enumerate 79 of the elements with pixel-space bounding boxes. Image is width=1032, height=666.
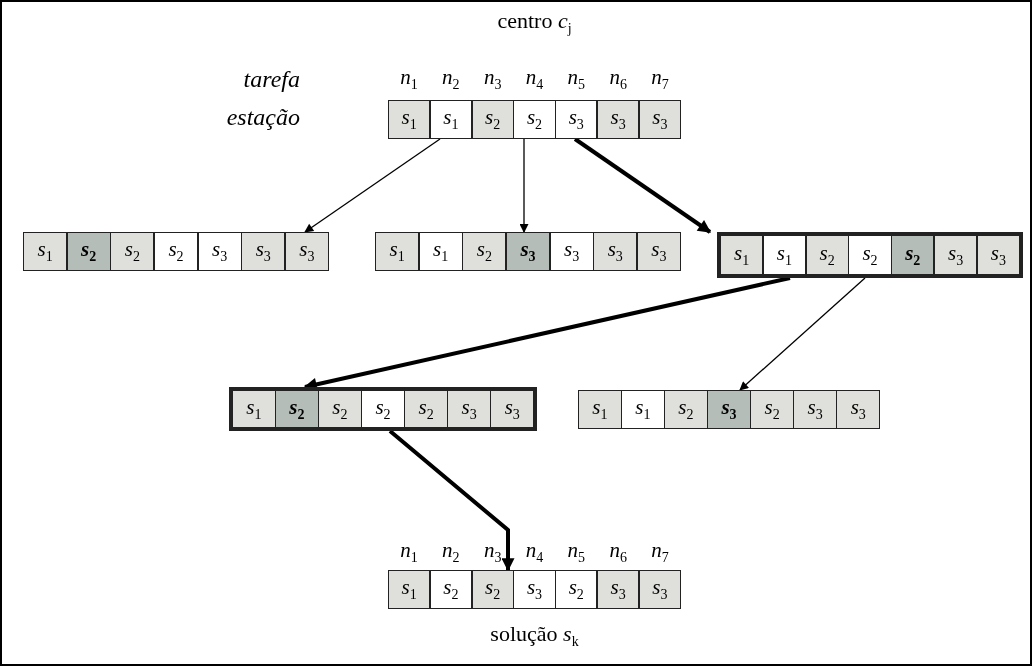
column-label: n$_{3}$ (483, 538, 502, 567)
array-cell: s$_{3}$ (198, 233, 241, 270)
array-cell: s$_{1}$ (763, 236, 806, 274)
column-label: n$_{7}$ (651, 538, 669, 567)
array-cell: s$_{1}$ (24, 233, 67, 270)
array-cell: s$_{1}$ (233, 391, 275, 427)
array-cell: s$_{3}$ (794, 391, 836, 428)
array-cell: s$_{3}$ (594, 233, 637, 270)
column-label: n$_{6}$ (609, 538, 627, 567)
array-cell: s$_{1}$ (721, 236, 763, 274)
array-cell: s$_{2}$ (154, 233, 198, 270)
array-cell: s$_{3}$ (977, 236, 1019, 274)
array-cell: s$_{2}$ (276, 391, 318, 427)
row-label: tarefa (243, 66, 300, 93)
array-cell: s$_{3}$ (597, 571, 639, 608)
array-cell: s$_{3}$ (637, 233, 680, 270)
array-cell: s$_{1}$ (389, 571, 430, 608)
array-cell: s$_{1}$ (430, 101, 472, 138)
array-cell: s$_{3}$ (708, 391, 750, 428)
arrow (573, 137, 712, 234)
array-cell: s$_{2}$ (67, 233, 110, 270)
array-cell: s$_{2}$ (892, 236, 934, 274)
array-heading: centro c$_{j}$ (497, 8, 572, 38)
array-cell: s$_{1}$ (419, 233, 462, 270)
array-cell: s$_{2}$ (362, 391, 404, 427)
array-box (23, 232, 329, 271)
array-cell: s$_{3}$ (639, 571, 680, 608)
array-box (578, 390, 880, 429)
array-cell: s$_{3}$ (556, 101, 597, 138)
column-label: n$_{2}$ (442, 538, 460, 567)
array-cell: s$_{2}$ (430, 571, 472, 608)
array-box (375, 232, 681, 271)
column-label: n$_{7}$ (651, 65, 669, 94)
column-label: n$_{5}$ (567, 65, 586, 94)
arrow (739, 277, 866, 391)
column-label: n$_{4}$ (525, 65, 544, 94)
column-label: n$_{5}$ (567, 538, 586, 567)
array-cell: s$_{2}$ (849, 236, 891, 274)
array-cell: s$_{3}$ (242, 233, 285, 270)
arrow (519, 138, 529, 233)
array-cell: s$_{1}$ (376, 233, 419, 270)
column-label: n$_{2}$ (442, 65, 460, 94)
column-label: n$_{4}$ (525, 538, 544, 567)
array-cell: s$_{3}$ (514, 571, 555, 608)
array-box (388, 100, 681, 139)
array-cell: s$_{3}$ (491, 391, 534, 427)
array-cell: s$_{2}$ (556, 571, 597, 608)
arrow (388, 429, 515, 572)
column-label: n$_{1}$ (400, 65, 418, 94)
array-cell: s$_{1}$ (389, 101, 430, 138)
array-cell: s$_{3}$ (597, 101, 639, 138)
array-cell: s$_{2}$ (751, 391, 793, 428)
array-cell: s$_{2}$ (472, 571, 513, 608)
array-cell: s$_{1}$ (622, 391, 664, 428)
array-cell: s$_{2}$ (463, 233, 506, 270)
array-box (717, 232, 1023, 278)
array-cell: s$_{3}$ (639, 101, 680, 138)
array-cell: s$_{2}$ (472, 101, 513, 138)
array-cell: s$_{1}$ (579, 391, 621, 428)
array-cell: s$_{3}$ (550, 233, 593, 270)
array-box (388, 570, 681, 609)
array-cell: s$_{2}$ (665, 391, 707, 428)
array-cell: s$_{3}$ (934, 236, 977, 274)
array-cell: s$_{2}$ (405, 391, 447, 427)
row-label: estação (226, 104, 300, 131)
column-label: n$_{3}$ (483, 65, 502, 94)
array-cell: s$_{2}$ (111, 233, 154, 270)
array-cell: s$_{3}$ (285, 233, 328, 270)
arrow (304, 138, 441, 233)
array-cell: s$_{2}$ (319, 391, 361, 427)
array-cell: s$_{2}$ (514, 101, 555, 138)
array-cell: s$_{3}$ (506, 233, 550, 270)
array-cell: s$_{3}$ (448, 391, 490, 427)
array-box (229, 387, 537, 431)
array-cell: s$_{3}$ (837, 391, 880, 428)
array-caption: solução s$_{k}$ (490, 621, 579, 651)
column-label: n$_{6}$ (609, 65, 627, 94)
column-label: n$_{1}$ (400, 538, 418, 567)
array-cell: s$_{2}$ (806, 236, 848, 274)
